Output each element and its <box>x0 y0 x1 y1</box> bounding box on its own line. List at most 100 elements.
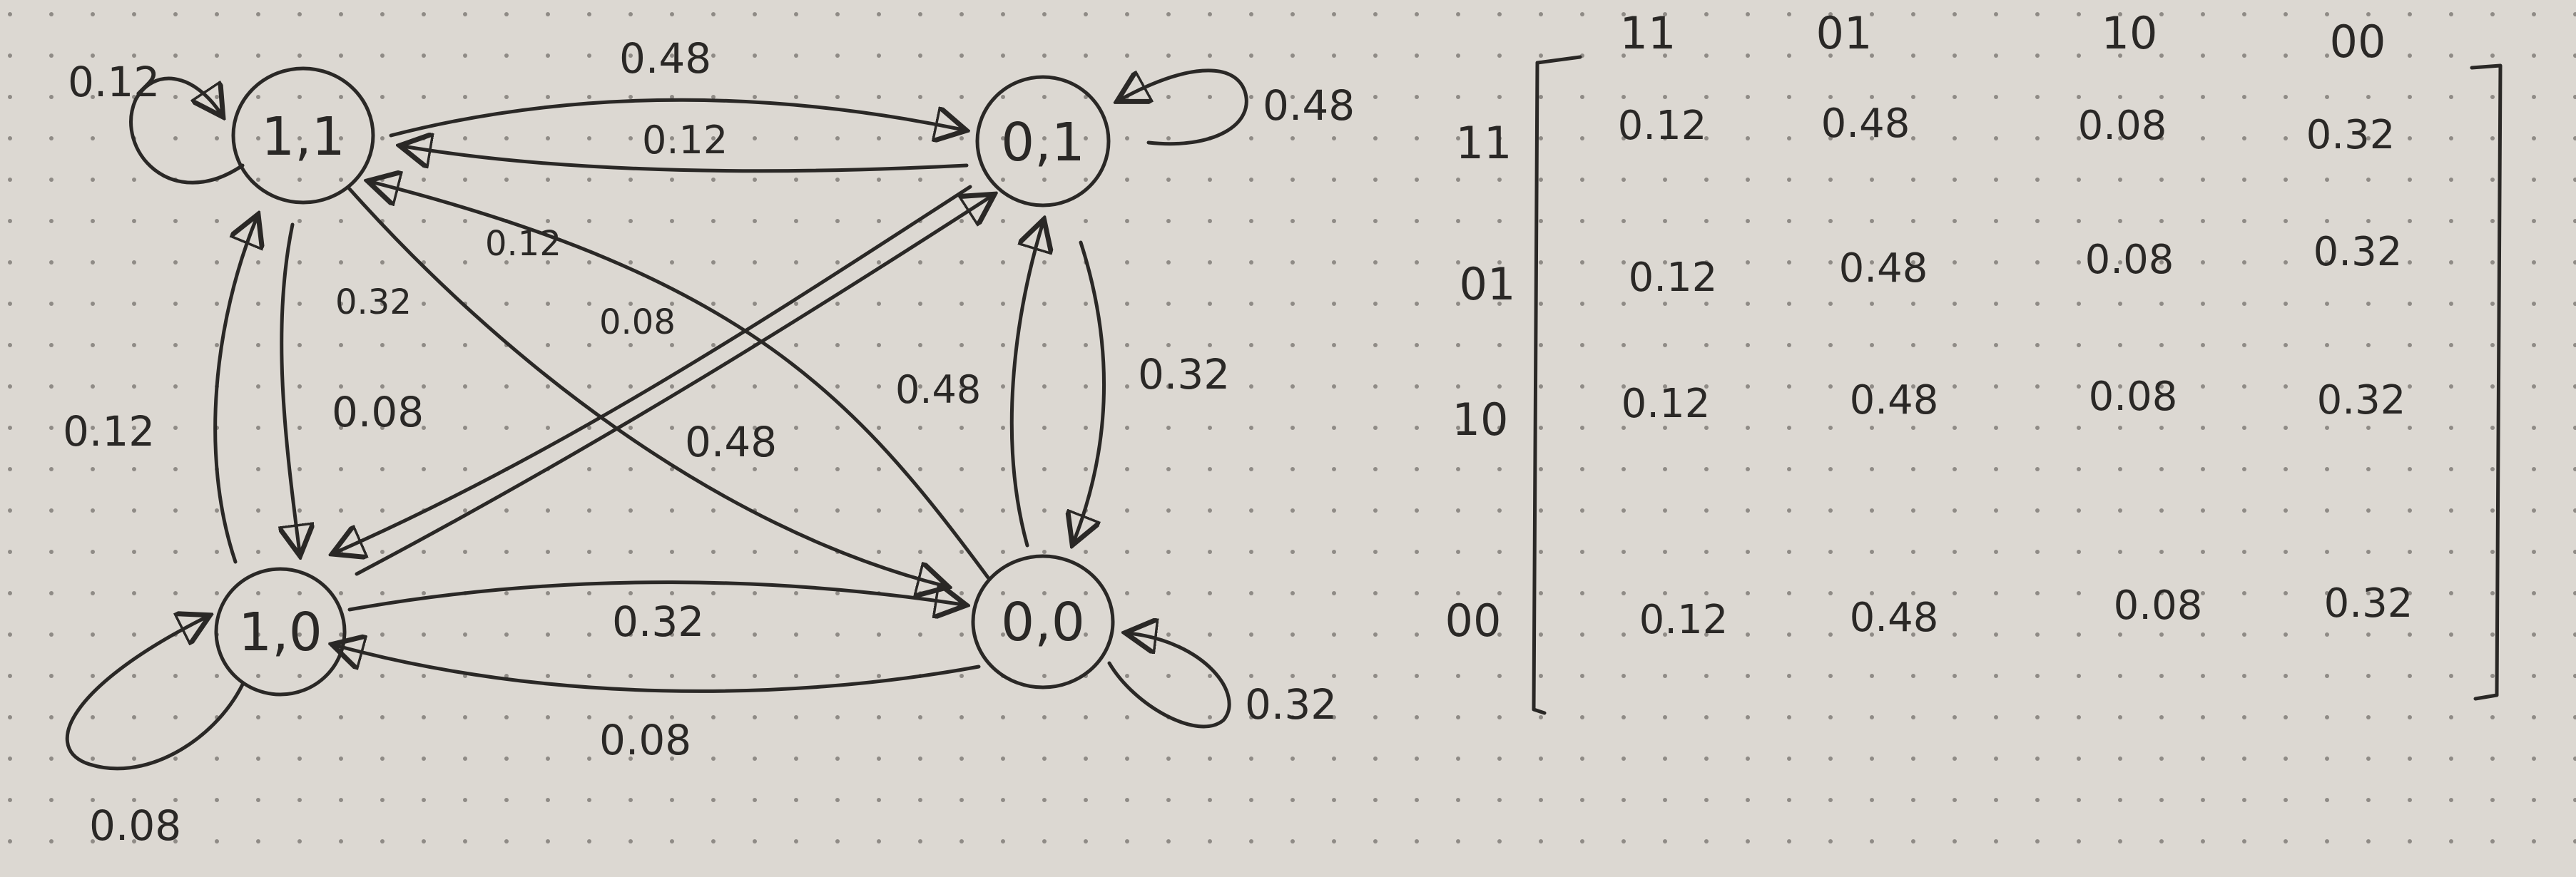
grid-dot <box>1084 839 1088 843</box>
grid-dot <box>1166 426 1171 430</box>
grid-dot <box>1415 591 1419 595</box>
grid-dot <box>2159 839 2164 843</box>
grid-dot <box>1332 95 1336 99</box>
grid-dot <box>339 632 343 637</box>
grid-dot <box>297 508 302 513</box>
grid-dot <box>1497 343 1502 347</box>
grid-dot <box>1746 343 1750 347</box>
grid-dot <box>2490 550 2495 554</box>
grid-dot <box>49 591 54 595</box>
node-label: 0,1 <box>1001 112 1085 173</box>
grid-dot <box>1208 757 1212 761</box>
grid-dot <box>587 550 591 554</box>
grid-dot <box>1704 12 1709 16</box>
grid-dot <box>1166 467 1171 471</box>
grid-dot <box>1415 384 1419 389</box>
grid-dot <box>339 178 343 182</box>
grid-dot <box>1084 219 1088 223</box>
grid-dot <box>711 384 716 389</box>
grid-dot <box>2201 632 2205 637</box>
grid-dot <box>132 12 136 16</box>
grid-dot <box>8 839 12 843</box>
grid-dot <box>132 508 136 513</box>
grid-dot <box>1456 302 1460 306</box>
grid-dot <box>1415 757 1419 761</box>
grid-dot <box>753 426 757 430</box>
grid-dot <box>504 260 509 265</box>
grid-dot <box>1456 426 1460 430</box>
grid-dot <box>1166 384 1171 389</box>
grid-dot <box>1373 674 1378 678</box>
grid-dot <box>2118 757 2122 761</box>
grid-dot <box>753 260 757 265</box>
grid-dot <box>2573 53 2576 58</box>
grid-dot <box>1746 674 1750 678</box>
grid-dot <box>2284 426 2288 430</box>
grid-dot <box>132 467 136 471</box>
grid-dot <box>504 53 509 58</box>
grid-dot <box>1042 674 1047 678</box>
grid-dot <box>877 136 881 140</box>
grid-dot <box>1373 426 1378 430</box>
grid-dot <box>1001 95 1005 99</box>
edge-1-1-to-0-1: 0.48 <box>389 34 963 135</box>
grid-dot <box>2490 260 2495 265</box>
grid-dot <box>504 591 509 595</box>
grid-dot <box>918 632 922 637</box>
grid-dot <box>2035 467 2040 471</box>
matrix-cell: 0.12 <box>1629 255 1718 301</box>
grid-dot <box>2325 12 2329 16</box>
grid-dot <box>297 219 302 223</box>
grid-dot <box>1373 343 1378 347</box>
grid-dot <box>380 343 385 347</box>
grid-dot <box>1539 798 1543 802</box>
grid-dot <box>2449 136 2453 140</box>
grid-dot <box>2490 798 2495 802</box>
matrix-col-header: 11 <box>1620 7 1676 59</box>
grid-dot <box>1663 343 1667 347</box>
grid-dot <box>1828 798 1833 802</box>
grid-dot <box>1539 674 1543 678</box>
grid-dot <box>2284 757 2288 761</box>
grid-dot <box>918 12 922 16</box>
grid-dot <box>2242 136 2246 140</box>
grid-dot <box>8 343 12 347</box>
grid-dot <box>2118 384 2122 389</box>
grid-dot <box>1290 219 1295 223</box>
grid-dot <box>587 632 591 637</box>
grid-dot <box>2201 757 2205 761</box>
grid-dot <box>877 53 881 58</box>
grid-dot <box>1373 384 1378 389</box>
grid-dot <box>8 12 12 16</box>
grid-dot <box>1332 715 1336 719</box>
grid-dot <box>1084 757 1088 761</box>
grid-dot <box>1249 798 1253 802</box>
grid-dot <box>2284 260 2288 265</box>
grid-dot <box>2532 302 2536 306</box>
grid-dot <box>1456 219 1460 223</box>
grid-dot <box>1994 508 1998 513</box>
grid-dot <box>132 839 136 843</box>
state-node-1-0: 1,0 <box>214 567 347 697</box>
grid-dot <box>91 343 95 347</box>
grid-dot <box>2118 839 2122 843</box>
grid-dot <box>1166 12 1171 16</box>
grid-dot <box>256 798 260 802</box>
grid-dot <box>2449 467 2453 471</box>
grid-dot <box>670 136 674 140</box>
grid-dot <box>794 715 798 719</box>
grid-dot <box>2118 343 2122 347</box>
grid-dot <box>1415 95 1419 99</box>
grid-dot <box>794 136 798 140</box>
grid-dot <box>1580 798 1584 802</box>
grid-dot <box>546 550 550 554</box>
grid-dot <box>49 839 54 843</box>
grid-dot <box>835 839 840 843</box>
edge-label: 0.32 <box>612 598 704 646</box>
edge-0-0-to-0-0: 0.32 <box>1107 633 1337 729</box>
grid-dot <box>1953 178 1957 182</box>
grid-dot <box>2118 426 2122 430</box>
grid-dot <box>422 343 426 347</box>
grid-dot <box>8 426 12 430</box>
grid-dot <box>1746 384 1750 389</box>
